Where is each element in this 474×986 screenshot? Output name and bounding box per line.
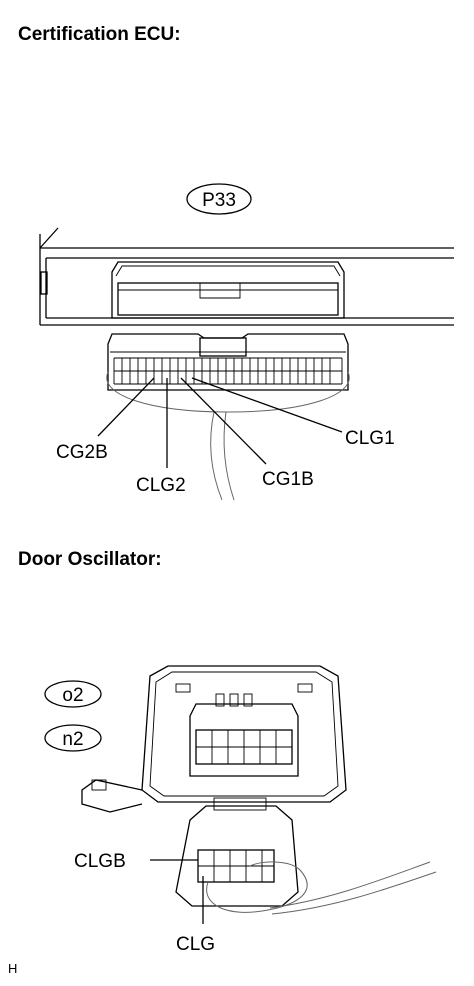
terminal-clg-label: CLG: [176, 934, 215, 955]
ecu-housing: [39, 227, 454, 326]
connector-code-o2-badge: o2: [44, 680, 102, 708]
connector-code-n2-badge: n2: [44, 724, 102, 752]
oscillator-housing: [81, 665, 347, 813]
connector-code-o2: o2: [62, 685, 83, 706]
connector-code-n2: n2: [62, 729, 83, 750]
terminal-cg2b-label: CG2B: [56, 442, 108, 463]
terminal-clg2-label: CLG2: [136, 475, 186, 496]
ecu-section-heading: Certification ECU:: [18, 24, 181, 45]
connector-code-p33: P33: [202, 190, 236, 211]
terminal-clg1-label: CLG1: [345, 428, 395, 449]
terminal-clgb-label: CLGB: [74, 851, 126, 872]
oscillator-harness-connector: [175, 797, 437, 915]
ecu-harness-connector: [106, 333, 350, 501]
oscillator-terminal-leaders: [150, 859, 204, 924]
oscillator-section-heading: Door Oscillator:: [18, 549, 162, 570]
terminal-cg1b-label: CG1B: [262, 469, 314, 490]
connector-code-p33-badge: P33: [186, 183, 252, 215]
footer-mark: H: [8, 961, 18, 976]
ecu-terminal-leaders: [97, 377, 343, 468]
